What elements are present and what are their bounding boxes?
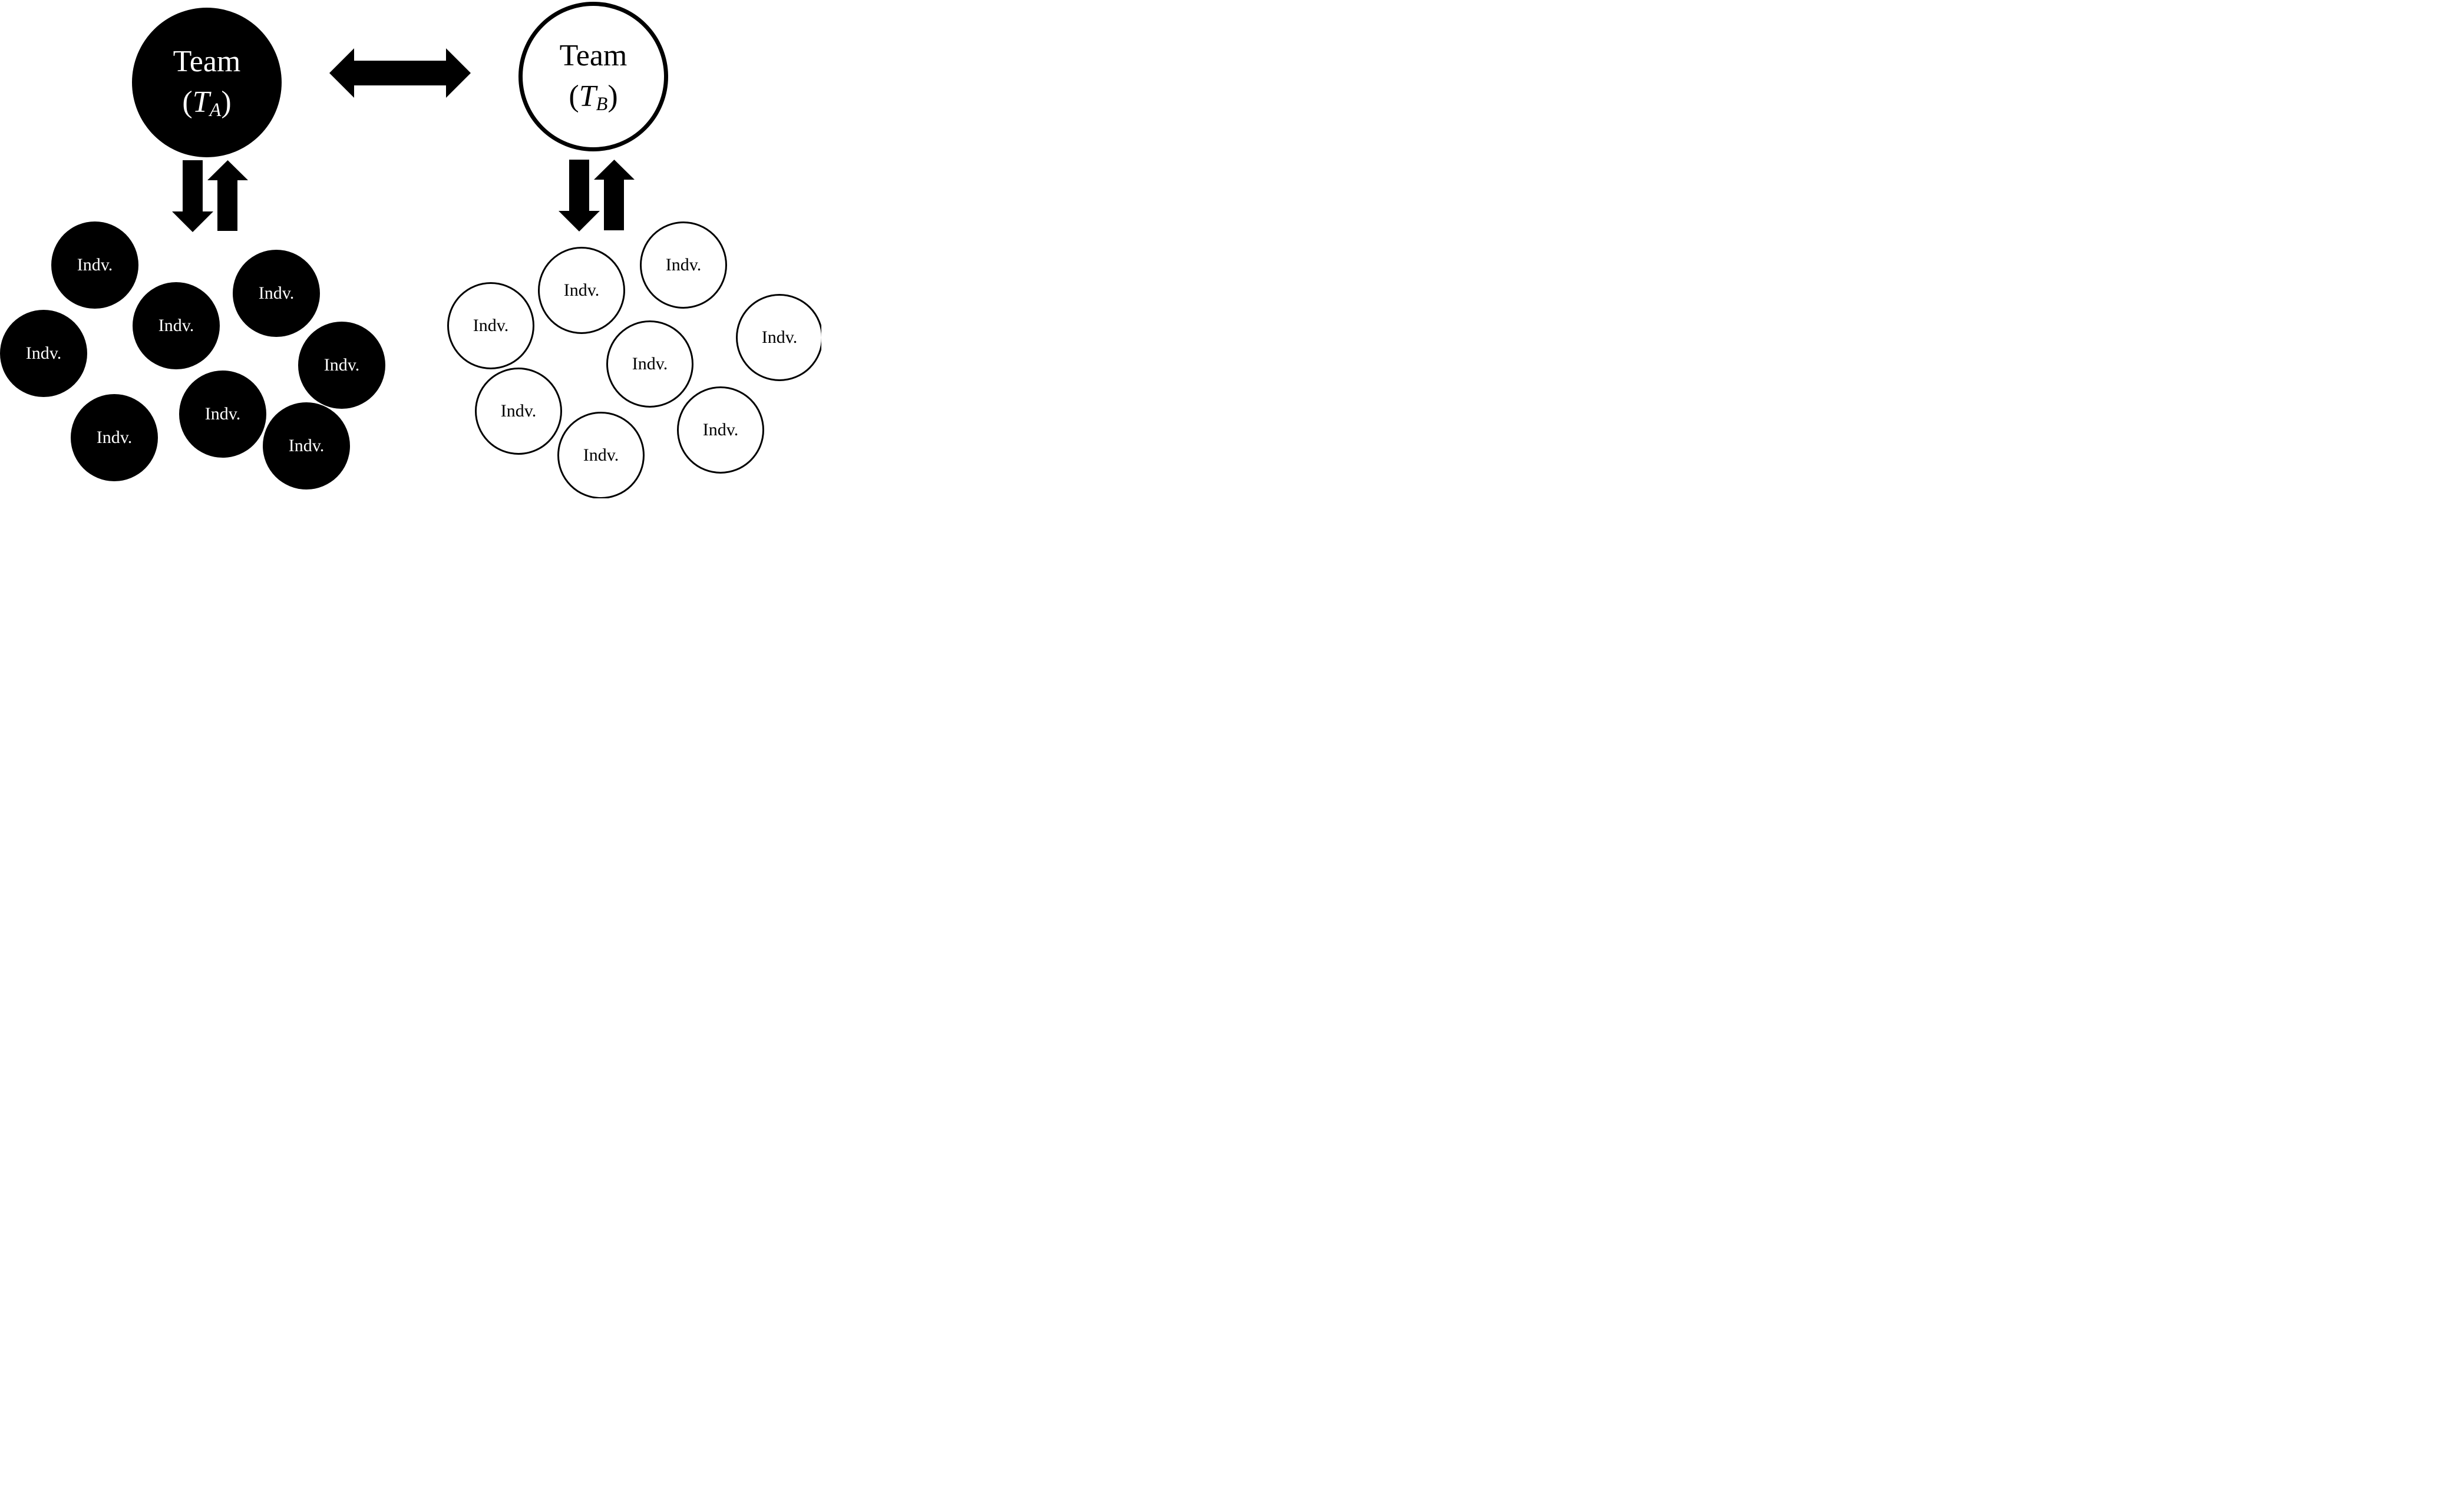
member-label: Indv.	[158, 316, 194, 335]
member-node: Indv.	[179, 371, 266, 458]
double-arrow-horizontal-icon	[329, 48, 471, 98]
member-label: Indv.	[665, 255, 702, 274]
member-node: Indv.	[677, 386, 764, 474]
member-label: Indv.	[761, 328, 798, 347]
member-node: Indv.	[233, 250, 320, 337]
member-node: Indv.	[71, 394, 158, 481]
team-b-label: Team (TB)	[560, 36, 627, 117]
member-label: Indv.	[288, 436, 325, 455]
member-node: Indv.	[0, 310, 87, 397]
member-node: Indv.	[557, 412, 645, 498]
member-label: Indv.	[77, 255, 113, 274]
down-arrow-icon	[172, 160, 213, 232]
member-label: Indv.	[583, 445, 619, 465]
member-label: Indv.	[204, 404, 241, 424]
down-arrow-icon	[559, 160, 600, 231]
member-label: Indv.	[473, 316, 509, 335]
team-b-title: Team	[559, 39, 627, 73]
member-label: Indv.	[323, 355, 360, 375]
member-label: Indv.	[258, 283, 295, 303]
member-node: Indv.	[447, 282, 534, 369]
member-node: Indv.	[51, 221, 138, 309]
member-node: Indv.	[263, 402, 350, 489]
team-a-label: Team (TA)	[173, 42, 241, 123]
member-label: Indv.	[632, 354, 668, 373]
team-b-symbol: (TB)	[569, 80, 618, 115]
team-diagram: Team (TA) Team (TB) Indv. Indv. Indv. Indv.…	[0, 0, 821, 498]
member-node: Indv.	[133, 282, 220, 369]
member-label: Indv.	[563, 280, 600, 300]
team-b-updown-arrows-icon	[559, 160, 635, 231]
team-a-node: Team (TA)	[132, 8, 282, 157]
member-node: Indv.	[475, 368, 562, 455]
team-a-title: Team	[173, 45, 241, 79]
member-label: Indv.	[500, 401, 537, 421]
member-node: Indv.	[538, 247, 625, 334]
member-node: Indv.	[736, 294, 821, 381]
member-label: Indv.	[25, 343, 62, 363]
up-arrow-icon	[594, 160, 635, 230]
team-a-symbol: (TA)	[182, 85, 232, 121]
up-arrow-icon	[207, 160, 248, 231]
member-node: Indv.	[640, 221, 727, 309]
member-label: Indv.	[96, 428, 133, 447]
team-b-node: Team (TB)	[518, 2, 668, 151]
member-node: Indv.	[606, 320, 693, 408]
member-label: Indv.	[702, 420, 739, 439]
team-a-updown-arrows-icon	[172, 160, 248, 232]
member-node: Indv.	[298, 322, 385, 409]
